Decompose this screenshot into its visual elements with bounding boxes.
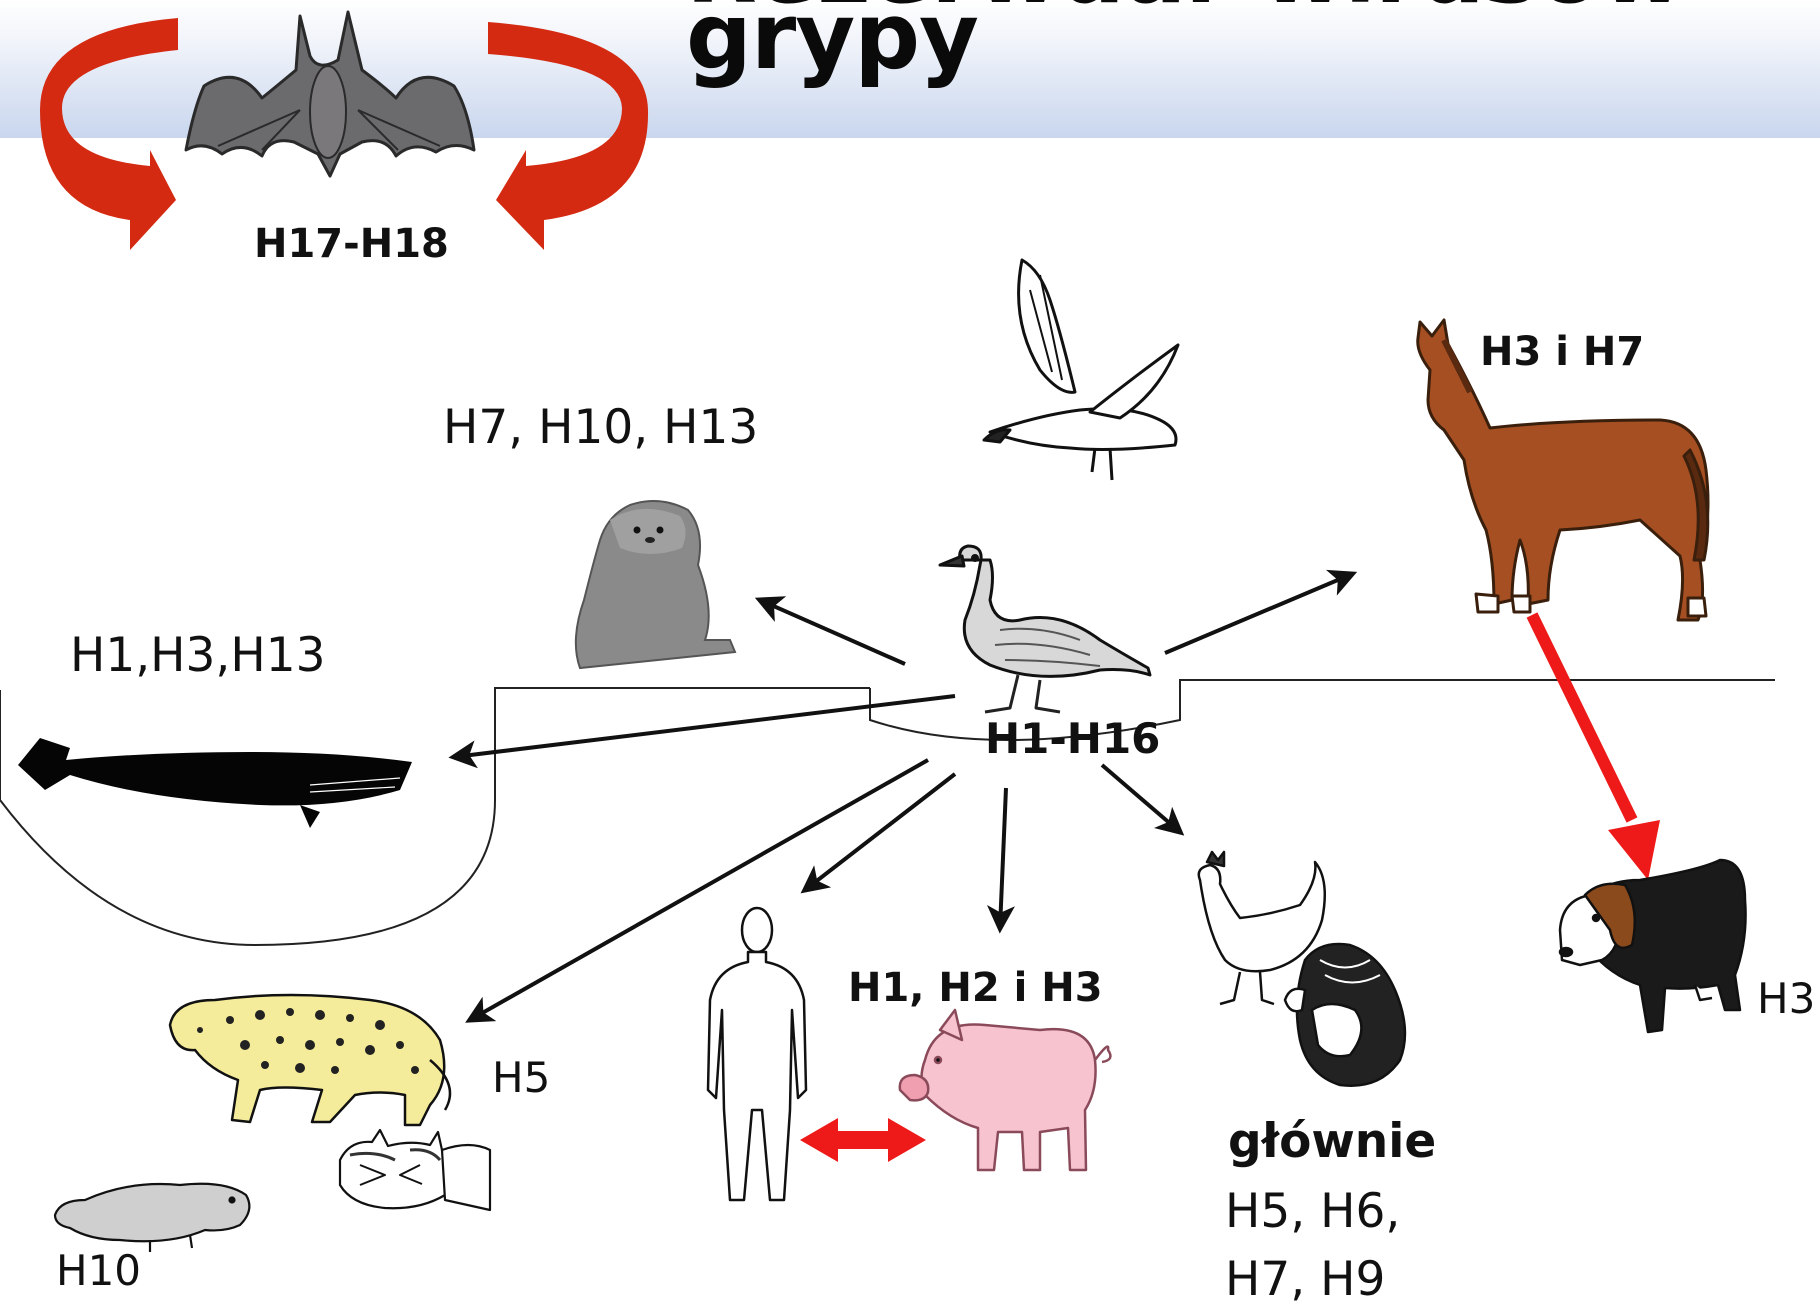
arrow-to-seal: [760, 600, 905, 664]
label-pig: H1, H2 i H3: [848, 968, 1103, 1008]
label-duck: H1-H16: [985, 718, 1160, 760]
arrow-to-horse: [1165, 574, 1352, 653]
label-whale: H1,H3,H13: [70, 632, 326, 679]
bat-icon: [186, 12, 474, 176]
arrow-human-pig: [800, 1118, 926, 1162]
whale-icon: [18, 738, 412, 828]
arrow-to-poultry: [1102, 765, 1180, 832]
duck-icon: [940, 546, 1150, 712]
label-poultry-line-1: H5, H6,: [1225, 1188, 1400, 1235]
label-seal: H7, H10, H13: [443, 404, 758, 451]
label-horse: H3 i H7: [1480, 332, 1644, 372]
dog-icon: [1560, 860, 1746, 1032]
arrow-to-human: [805, 774, 955, 890]
ferret-icon: [55, 1184, 249, 1252]
arrow-to-pig: [1000, 788, 1006, 928]
arrow-to-whale: [454, 696, 955, 757]
arrow-horse-to-dog: [1532, 615, 1660, 880]
leopard-icon: [170, 995, 450, 1125]
label-ferret: H10: [56, 1250, 141, 1292]
turkey-icon: [1285, 944, 1405, 1086]
human-icon: [708, 908, 806, 1200]
pig-icon: [900, 1010, 1111, 1170]
label-dog: H3: [1757, 978, 1815, 1020]
label-poultry-line-2: H7, H9: [1225, 1256, 1385, 1303]
label-poultry-heading: głównie: [1228, 1118, 1436, 1165]
label-bat: H17-H18: [254, 224, 449, 264]
label-cats: H5: [492, 1057, 550, 1099]
sea-boundary: [0, 680, 1775, 945]
cat-icon: [340, 1130, 490, 1210]
seal-icon: [576, 501, 735, 668]
gull-icon: [984, 260, 1178, 480]
